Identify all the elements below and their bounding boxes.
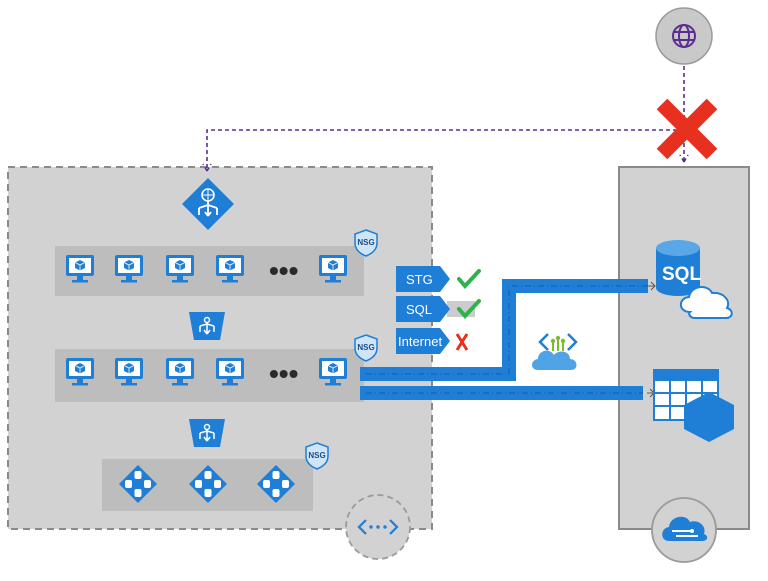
svg-text:Internet: Internet xyxy=(398,334,442,349)
internal-load-balancer-icon xyxy=(188,311,226,341)
business-tier-subnet xyxy=(55,349,364,402)
internal-load-balancer-icon xyxy=(188,418,226,448)
denied-x-icon xyxy=(455,333,469,351)
internet-path-to-vnet xyxy=(202,129,684,172)
svg-text:STG: STG xyxy=(406,272,433,287)
svg-text:SQL: SQL xyxy=(662,264,701,285)
service-tag-internet: Internet xyxy=(396,328,450,354)
globe-icon xyxy=(655,7,713,65)
load-balancer-icon xyxy=(182,178,234,230)
web-tier-subnet xyxy=(55,246,364,296)
ellipsis: ••• xyxy=(269,358,298,389)
svg-text:SQL: SQL xyxy=(406,302,432,317)
internet-path-vertical xyxy=(679,66,689,163)
svg-text:NSG: NSG xyxy=(308,451,325,460)
vnet-peering-icon xyxy=(345,494,411,560)
service-endpoint-icon xyxy=(532,333,578,370)
service-endpoint-connection-storage xyxy=(360,386,655,400)
svg-text:NSG: NSG xyxy=(357,343,374,352)
service-tag-sql: SQL xyxy=(396,296,475,322)
ellipsis: ••• xyxy=(269,255,298,286)
svg-text:NSG: NSG xyxy=(357,238,374,247)
nsg-shield-icon: NSG xyxy=(354,229,378,257)
sql-database-icon: SQL xyxy=(656,240,733,319)
azure-services-panel xyxy=(618,166,750,530)
cloud-service-icon xyxy=(651,497,717,563)
service-tag-stg: STG xyxy=(396,266,450,292)
service-endpoint-connection-sql xyxy=(360,279,656,381)
allowed-check-icon xyxy=(457,299,481,319)
nsg-shield-icon: NSG xyxy=(354,334,378,362)
allowed-check-icon xyxy=(457,269,481,289)
nsg-shield-icon: NSG xyxy=(305,442,329,470)
storage-table-icon xyxy=(653,369,734,442)
block-x-icon xyxy=(656,98,718,160)
